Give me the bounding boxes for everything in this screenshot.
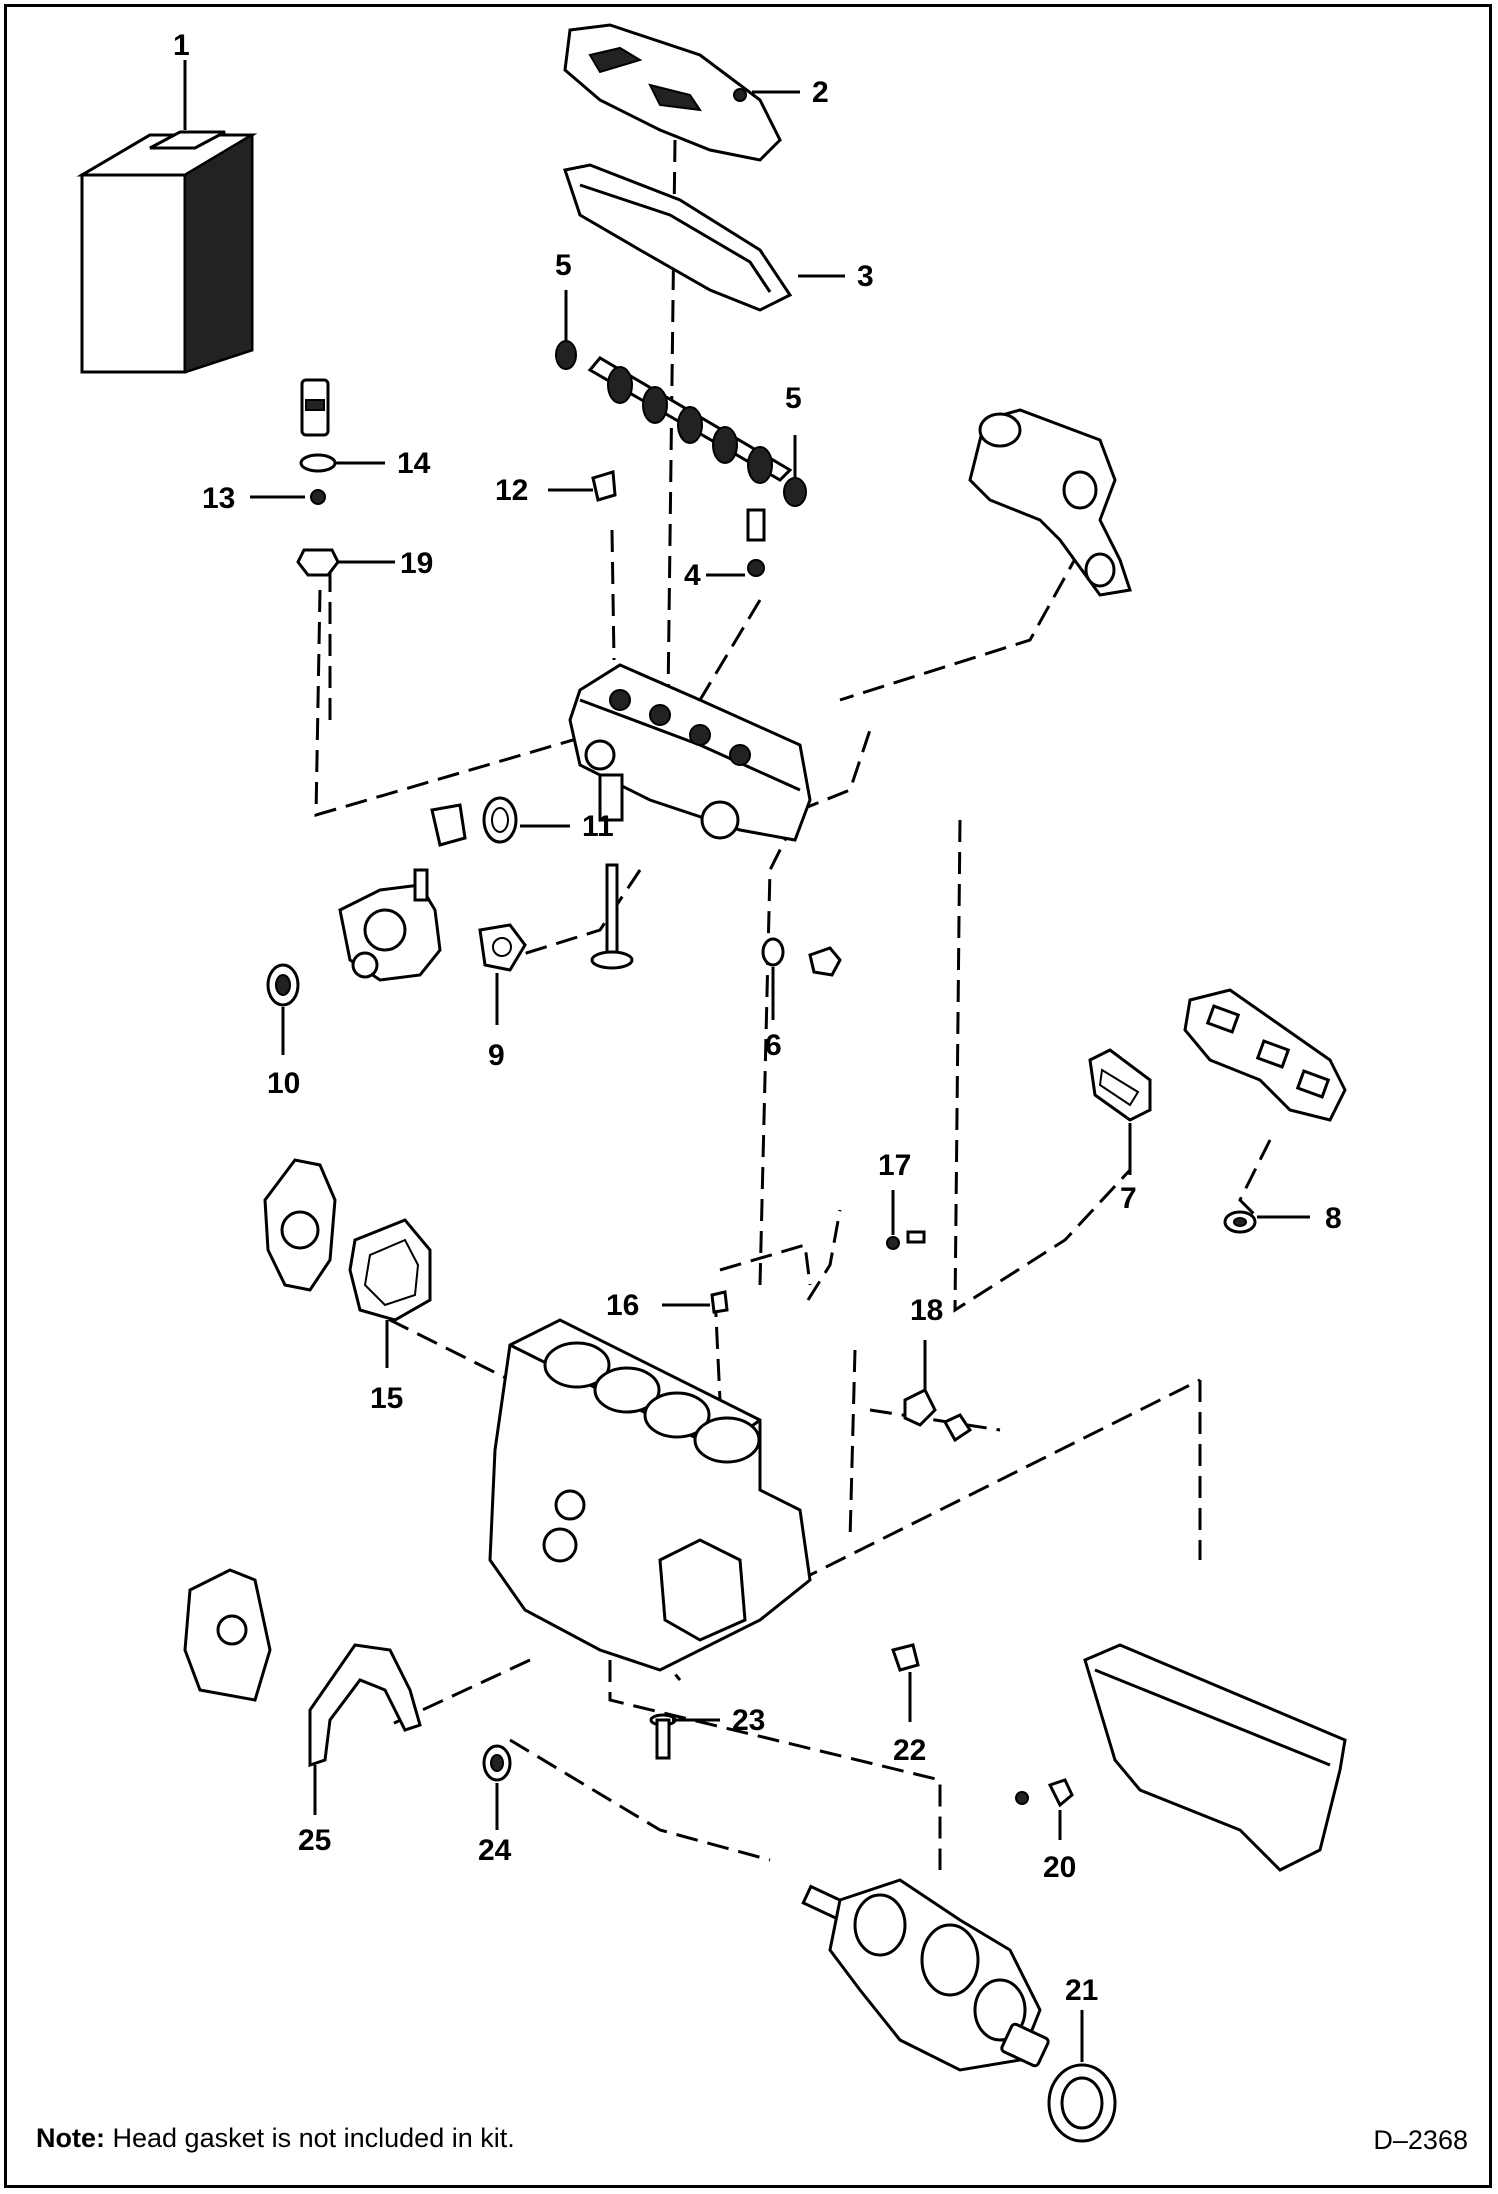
gasket-25 xyxy=(308,1643,422,1768)
cylinder-head xyxy=(568,663,812,842)
callout-19: 19 xyxy=(400,547,433,580)
callout-5-upper: 5 xyxy=(555,249,572,282)
callout-1: 1 xyxy=(173,29,190,62)
callout-15: 15 xyxy=(370,1382,403,1415)
callout-6: 6 xyxy=(765,1029,782,1062)
gasket-11 xyxy=(430,796,518,847)
callout-numbers: 1 2 3 4 5 5 6 7 8 9 10 11 12 13 14 15 16… xyxy=(173,29,1342,2007)
callout-11: 11 xyxy=(582,810,614,843)
callout-14: 14 xyxy=(397,447,431,480)
callout-16: 16 xyxy=(606,1289,639,1322)
callout-17: 17 xyxy=(878,1149,911,1182)
plug-22 xyxy=(891,1643,920,1672)
seal-24 xyxy=(482,1744,512,1782)
camshaft xyxy=(555,340,807,507)
callout-18: 18 xyxy=(910,1294,943,1327)
callout-9: 9 xyxy=(488,1039,505,1072)
gasket-kit-box xyxy=(76,130,258,374)
oil-pump xyxy=(263,1158,337,1292)
leader-lines xyxy=(183,60,1310,2062)
callout-5-lower: 5 xyxy=(785,382,802,415)
exhaust-manifold xyxy=(1183,988,1347,1122)
callout-21: 21 xyxy=(1065,1974,1098,2007)
callout-2: 2 xyxy=(812,76,829,109)
sensor-18 xyxy=(903,1387,973,1443)
gasket-7 xyxy=(1088,1048,1152,1122)
water-pump xyxy=(338,868,442,982)
rear-plate xyxy=(183,1568,272,1702)
bolt-4 xyxy=(746,508,766,577)
callout-23: 23 xyxy=(732,1704,765,1737)
valve xyxy=(590,863,634,970)
callout-13: 13 xyxy=(202,482,235,515)
callout-7: 7 xyxy=(1120,1182,1137,1215)
drain-plug-20 xyxy=(1015,1778,1074,1808)
injector xyxy=(296,378,340,577)
callout-4: 4 xyxy=(684,559,701,592)
gasket-15 xyxy=(348,1218,432,1322)
note-text: Head gasket is not included in kit. xyxy=(105,2123,515,2153)
oil-pan xyxy=(1083,1643,1347,1872)
callout-24: 24 xyxy=(478,1834,512,1867)
cylinder-block xyxy=(488,1318,812,1672)
gasket-9 xyxy=(478,923,527,972)
note-label: Note: xyxy=(36,2123,105,2153)
rocker-cover xyxy=(563,23,782,162)
bolt-17 xyxy=(886,1230,926,1250)
callout-3: 3 xyxy=(857,260,874,293)
callout-10: 10 xyxy=(267,1067,300,1100)
crankshaft xyxy=(801,1878,1050,2072)
seal-21 xyxy=(1047,2063,1117,2143)
callout-8: 8 xyxy=(1325,1202,1342,1235)
seal-10 xyxy=(266,963,300,1007)
dowel-23 xyxy=(649,1713,677,1760)
callout-25: 25 xyxy=(298,1824,331,1857)
diagram-frame xyxy=(4,4,1492,2188)
plug-12 xyxy=(591,470,617,502)
drawing-number: D–2368 xyxy=(1373,2125,1468,2155)
rocker-cover-gasket xyxy=(563,163,793,312)
plug-16 xyxy=(710,1290,729,1314)
footnote: Note: Head gasket is not included in kit… xyxy=(36,2123,515,2154)
callout-20: 20 xyxy=(1043,1851,1076,1884)
callout-22: 22 xyxy=(893,1734,926,1767)
outlet-manifold-upper xyxy=(968,408,1132,597)
callout-12: 12 xyxy=(495,474,528,507)
plug-6 xyxy=(761,937,842,977)
gasket-8 xyxy=(1223,1210,1257,1234)
